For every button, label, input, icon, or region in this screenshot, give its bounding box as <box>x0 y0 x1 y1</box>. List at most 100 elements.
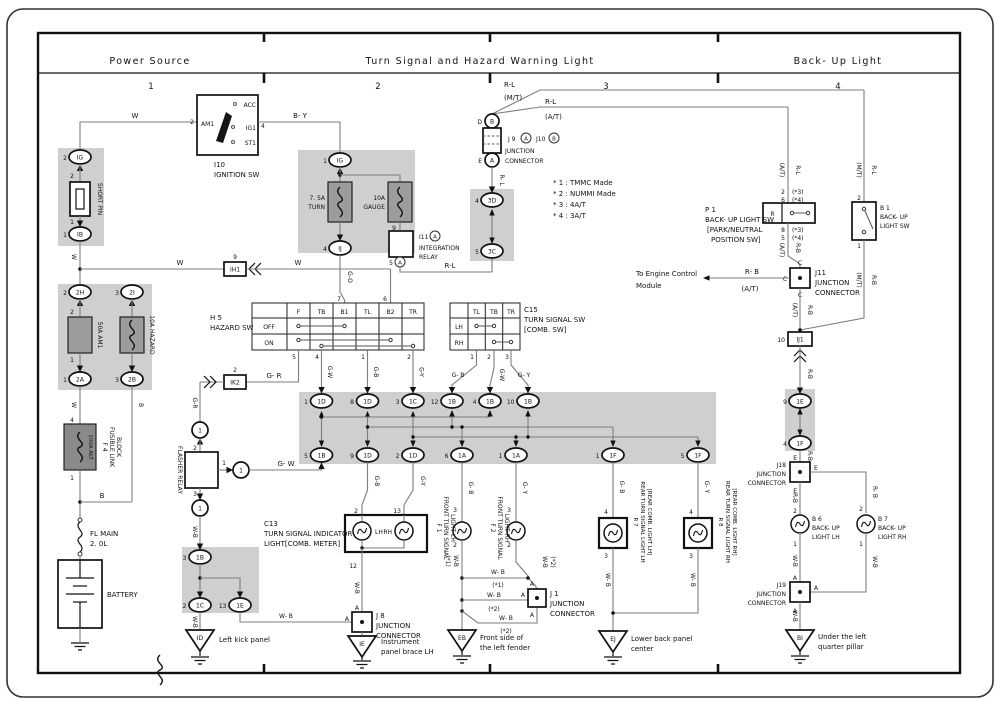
wire-label-w: W <box>70 402 77 408</box>
wire-label-gy: G- Y <box>703 481 710 494</box>
j8-name: JUNCTION <box>375 622 410 630</box>
lh-label: LH <box>375 529 383 536</box>
relay-conn2: A <box>398 261 402 267</box>
pin: 10 <box>777 337 785 344</box>
note-1: * 1 : TMMC Made <box>553 179 613 187</box>
wire-label-rb: R-B <box>870 275 877 285</box>
wire-label-rl: R-L <box>545 98 556 106</box>
wire-label-wb: W-B <box>541 556 548 568</box>
to-engine-control: To Engine Control <box>635 270 697 278</box>
connector: 1B <box>318 453 326 460</box>
grid-1: 1 <box>148 82 153 92</box>
pin-c: C <box>783 276 787 283</box>
f2-id: F 2 <box>489 523 496 532</box>
pin: 9 <box>233 254 237 261</box>
j9-conn: A <box>524 137 528 143</box>
j9-id: J 9 <box>507 136 516 143</box>
pin: 2 <box>407 354 411 361</box>
pin: 4 <box>604 509 608 516</box>
r8-id: R 8 <box>717 517 723 527</box>
wire-label-wb: W- B <box>604 573 611 587</box>
row-rh: RH <box>455 340 464 347</box>
trans-label: (A/T) <box>778 163 785 177</box>
c15-name: TURN SIGNAL SW <box>523 316 585 324</box>
j8-id: J 8 <box>375 612 385 620</box>
wire-label-rl: R-L <box>504 81 515 89</box>
pin: 4 <box>689 509 693 516</box>
connector: 1A <box>512 453 521 460</box>
r8-name2: [REAR COMB. LIGHT RH] <box>731 488 737 555</box>
b7-name2: LIGHT RH <box>878 534 907 541</box>
pin: 3 <box>604 553 608 560</box>
note-ref: (*2) <box>549 556 556 568</box>
col-tb: TB <box>317 309 326 316</box>
pin: 3 <box>453 507 457 514</box>
j1-name2: CONNECTOR <box>550 610 595 618</box>
fuse-name: TURN <box>307 204 325 211</box>
col-b2: B2 <box>387 309 395 316</box>
col-tl: TL <box>363 309 372 316</box>
b6-id: B 6 <box>812 516 822 523</box>
pin: 2 <box>396 453 400 460</box>
j10-id: J10 <box>535 136 546 143</box>
pin: 4 <box>783 441 787 448</box>
junction-connector-j1: A A A J 1 JUNCTION CONNECTOR <box>521 581 595 619</box>
j10-conn: B <box>552 137 556 143</box>
wire-label-w: W <box>70 254 77 260</box>
connector-2a: 2A <box>76 377 85 384</box>
connector: 1A <box>458 453 467 460</box>
connector: 1F <box>694 453 702 460</box>
pin: 2 <box>193 445 197 452</box>
wire-label-wb: W- B <box>279 613 293 620</box>
p1-name2: [PARK/NEUTRAL <box>707 226 763 234</box>
connector: 1B <box>486 399 494 406</box>
pin: 3 <box>507 507 511 514</box>
pin: 5 <box>681 453 685 460</box>
pin-c: C <box>798 260 802 267</box>
pin-a: A <box>530 581 535 588</box>
j19-name: JUNCTION <box>756 591 786 598</box>
wire-label-gb: G-B <box>372 367 379 378</box>
trans-label: (M/T) <box>855 162 862 178</box>
pin: 2 <box>183 603 187 610</box>
pin: 9 <box>350 453 354 460</box>
c15-id: C15 <box>524 306 538 314</box>
pin: 5 <box>389 260 393 267</box>
pin: 2 <box>507 542 511 549</box>
wire-label-b: B <box>137 403 144 407</box>
rear-lh-bulb <box>603 523 623 543</box>
relay-name2: RELAY <box>419 254 438 261</box>
ground-code: ID <box>197 635 204 642</box>
pin: 9 <box>392 225 396 232</box>
turn-gauge-fuse-block: IG 1 7. 5A TURN 10A GAUGE IJ 4 G-O 9 I11… <box>307 152 493 303</box>
connector-2b: 2B <box>128 377 136 384</box>
relay-id: I11 <box>419 234 429 241</box>
pin: 2 <box>781 189 785 196</box>
c15-name2: [COMB. SW] <box>524 326 567 334</box>
rh-label: RH <box>383 529 392 536</box>
to-engine-control2: Module <box>636 282 661 290</box>
wire-label-gy: G- Y <box>518 372 531 379</box>
r-cell: R <box>770 211 774 218</box>
ground-location: Left kick panel <box>219 636 270 644</box>
pin: 12 <box>349 563 357 570</box>
j19-id: J19 <box>776 582 787 589</box>
pin-a: A <box>355 605 360 612</box>
ground-location2: quarter pillar <box>818 643 864 651</box>
f2-name2: LIGHT RH <box>503 514 510 543</box>
b7-id: B 7 <box>878 516 888 523</box>
pin: 8 <box>350 399 354 406</box>
wire-label-rb: R- B <box>745 268 759 276</box>
wire-label-gw: G-W <box>498 369 505 382</box>
connector: 1D <box>317 399 326 406</box>
wire-label-gy: G-Y <box>419 476 426 486</box>
pin: 13 <box>219 603 227 610</box>
ground-lower-back-panel: EJ Lower back panel center <box>597 630 693 665</box>
power-source-column: W IG 2 2 SHORT PIN 1 IB 1 W W IH1 9 W 2H… <box>57 112 391 686</box>
pin: 5 <box>292 354 296 361</box>
trans-label: (M/T) <box>855 272 862 288</box>
connector-1: 1 <box>198 428 202 435</box>
connector-2i: 2I <box>129 290 135 297</box>
